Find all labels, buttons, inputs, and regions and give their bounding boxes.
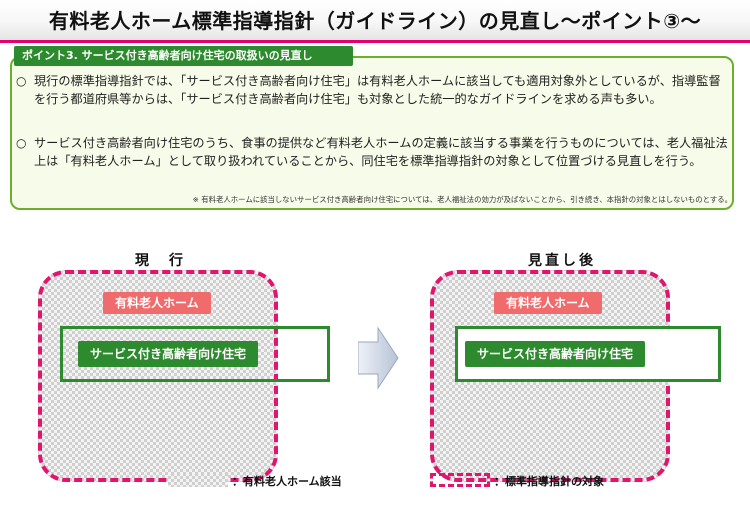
bullet-text-1: 現行の標準指導指針では、「サービス付き高齢者向け住宅」は有料老人ホームに該当して…: [34, 74, 721, 106]
before-sakoju-tag: サービス付き高齢者向け住宅: [78, 341, 259, 367]
after-sakoju-tag: サービス付き高齢者向け住宅: [465, 341, 646, 367]
after-home-tag: 有料老人ホーム: [494, 292, 602, 314]
page-title: 有料老人ホーム標準指導指針（ガイドライン）の見直し～ポイント③～: [48, 9, 702, 33]
point-heading: ポイント3. サービス付き高齢者向け住宅の取扱いの見直し: [14, 46, 353, 66]
legend-hatched-swatch: [168, 473, 228, 487]
legend-dashed-text: ：標準指導指針の対象: [494, 475, 604, 488]
bullet-1: ○ 現行の標準指導指針では、「サービス付き高齢者向け住宅」は有料老人ホームに該当…: [16, 72, 730, 108]
before-home-tag: 有料老人ホーム: [103, 292, 211, 314]
right-arrow-icon: [358, 326, 399, 390]
point-box: [10, 56, 734, 210]
title-bar: 有料老人ホーム標準指導指針（ガイドライン）の見直し～ポイント③～: [0, 0, 750, 43]
legend-hatched-text: ：有料老人ホーム該当: [232, 475, 342, 488]
bullet-mark: ○: [16, 74, 27, 88]
legend-dashed-swatch: [430, 473, 490, 487]
after-label: 見直し後: [528, 253, 596, 269]
before-label: 現 行: [135, 253, 186, 269]
before-sakoju-frame: [60, 326, 330, 382]
bullet-mark: ○: [16, 136, 27, 150]
bullet-2: ○ サービス付き高齢者向け住宅のうち、食事の提供など有料老人ホームの定義に該当す…: [16, 134, 730, 170]
bullet-text-2: サービス付き高齢者向け住宅のうち、食事の提供など有料老人ホームの定義に該当する事…: [34, 136, 728, 168]
footnote: ※ 有料老人ホームに該当しないサービス付き高齢者向け住宅については、老人福祉法の…: [192, 195, 732, 204]
